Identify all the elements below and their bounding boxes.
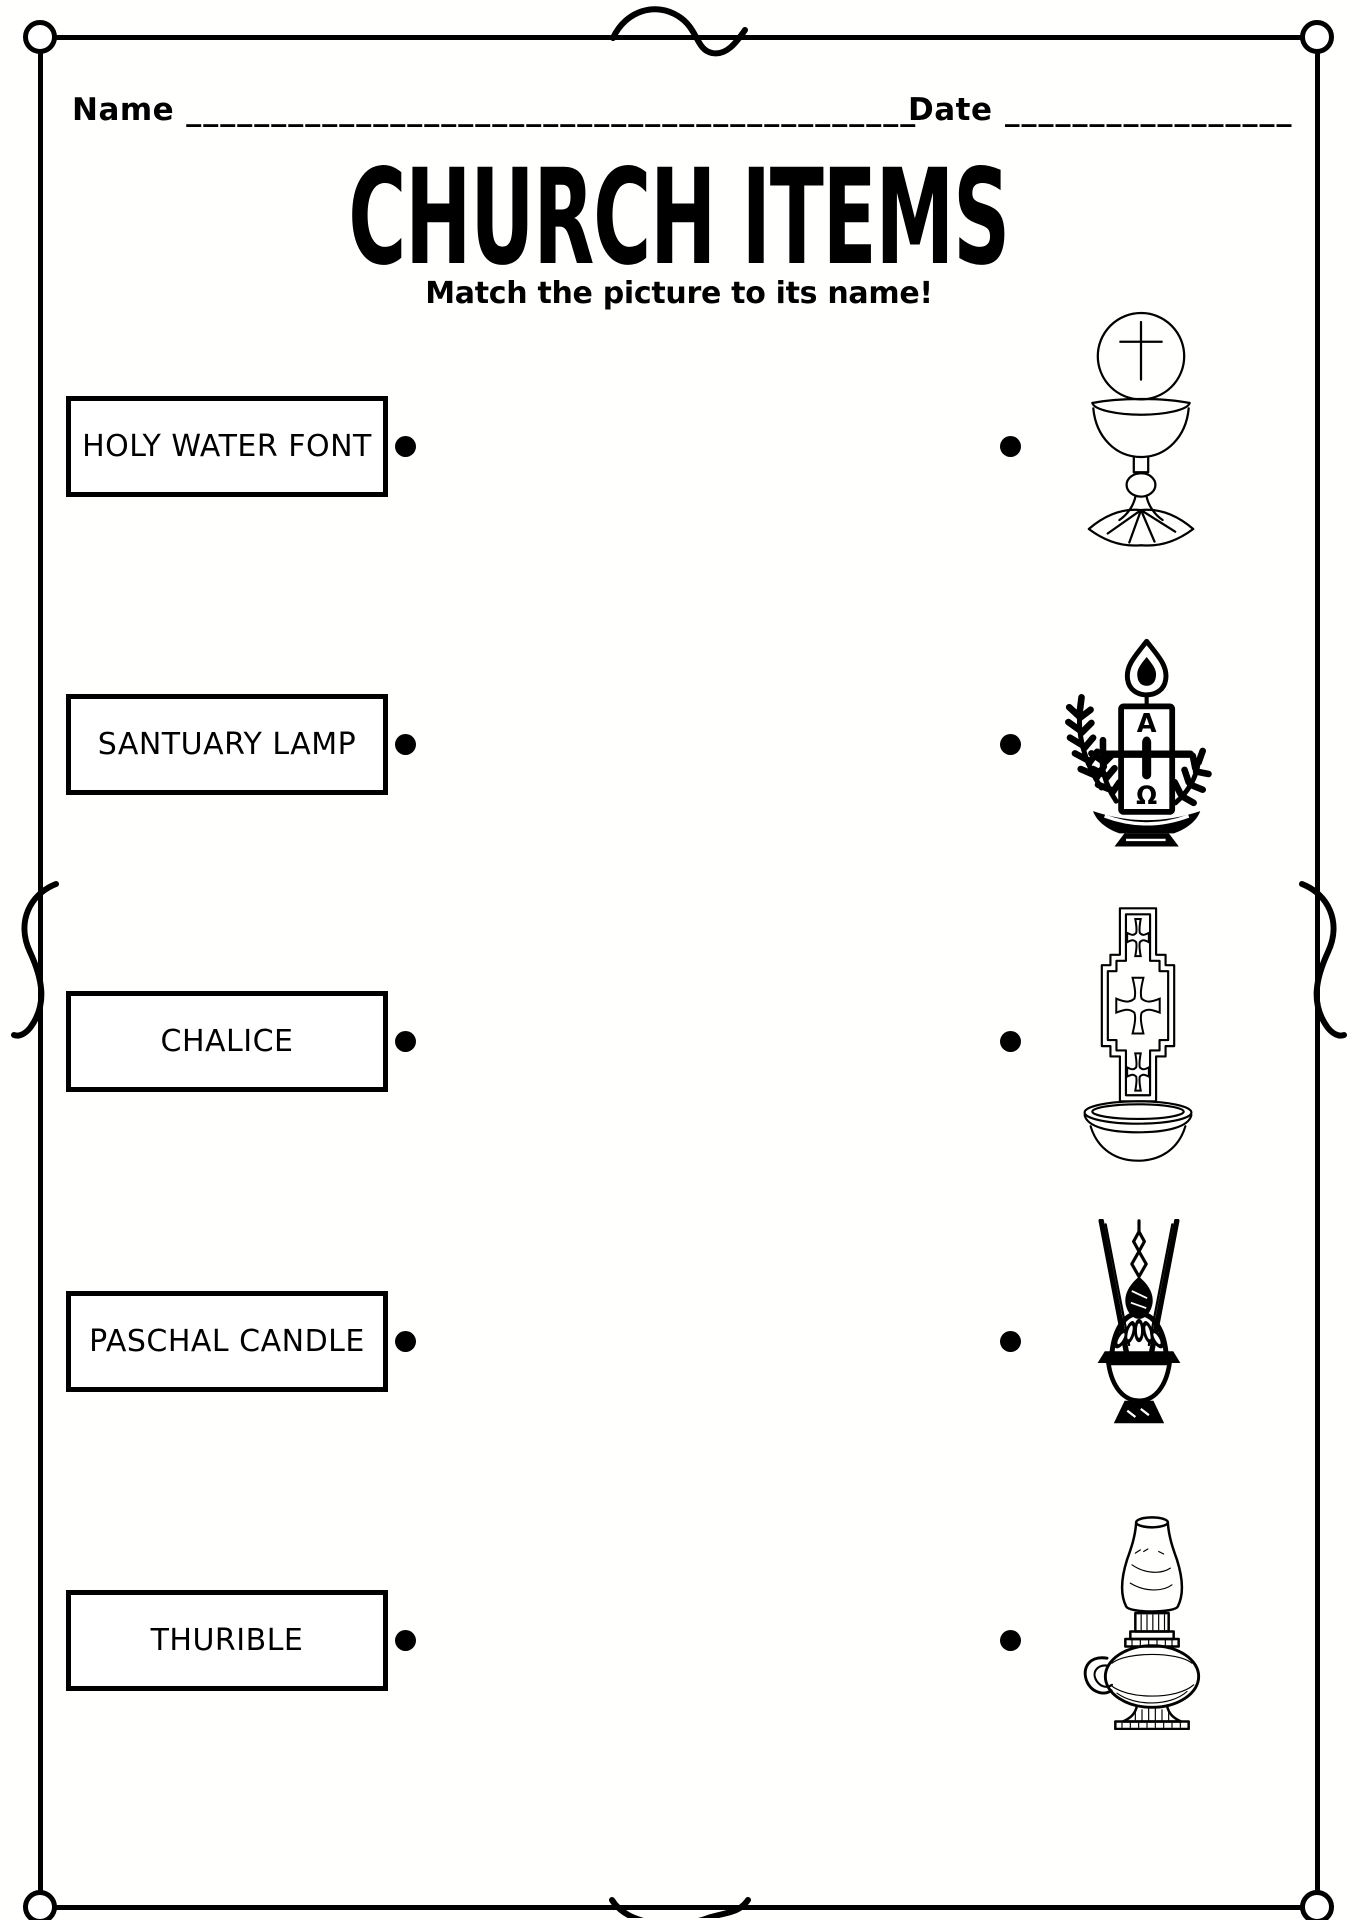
date-label: Date bbox=[908, 92, 993, 128]
date-field-group: Date _________________ bbox=[908, 92, 1294, 128]
word-box-santuary-lamp: SANTUARY LAMP bbox=[66, 694, 388, 795]
name-blank-line[interactable]: ________________________________________… bbox=[186, 93, 918, 128]
match-dot-left-4[interactable] bbox=[395, 1331, 416, 1352]
match-dot-left-5[interactable] bbox=[395, 1630, 416, 1651]
word-box-holy-water-font: HOLY WATER FONT bbox=[66, 396, 388, 497]
svg-text:Ω: Ω bbox=[1136, 781, 1157, 810]
match-dot-left-2[interactable] bbox=[395, 734, 416, 755]
word-label: SANTUARY LAMP bbox=[97, 727, 357, 762]
corner-ring-bottom-right bbox=[1300, 1890, 1334, 1920]
paschal-candle-with-branches-icon: A Ω bbox=[1050, 638, 1240, 849]
chalice-with-host-icon bbox=[1078, 268, 1204, 556]
left-squiggle-decoration bbox=[11, 881, 59, 1039]
word-label: PASCHAL CANDLE bbox=[89, 1324, 365, 1359]
corner-ring-top-left bbox=[23, 20, 57, 54]
holy-water-font-icon bbox=[1082, 903, 1194, 1166]
sanctuary-oil-lamp-icon bbox=[1077, 1513, 1202, 1730]
word-box-chalice: CHALICE bbox=[66, 991, 388, 1092]
name-label: Name bbox=[72, 92, 175, 128]
header-row: Name ___________________________________… bbox=[0, 92, 1358, 136]
match-dot-left-3[interactable] bbox=[395, 1031, 416, 1052]
word-label: HOLY WATER FONT bbox=[82, 429, 372, 464]
bottom-squiggle-decoration bbox=[609, 1897, 751, 1918]
thurible-censer-icon bbox=[1085, 1219, 1193, 1435]
match-dot-right-2[interactable] bbox=[1000, 734, 1021, 755]
date-blank-line[interactable]: _________________ bbox=[1004, 93, 1294, 128]
page-title: CHURCH ITEMS bbox=[348, 141, 1011, 295]
word-label: THURIBLE bbox=[150, 1623, 304, 1658]
corner-ring-top-right bbox=[1300, 20, 1334, 54]
word-box-paschal-candle: PASCHAL CANDLE bbox=[66, 1291, 388, 1392]
match-dot-right-3[interactable] bbox=[1000, 1031, 1021, 1052]
corner-ring-bottom-left bbox=[23, 1890, 57, 1920]
match-dot-right-5[interactable] bbox=[1000, 1630, 1021, 1651]
match-dot-right-1[interactable] bbox=[1000, 436, 1021, 457]
word-label: CHALICE bbox=[160, 1024, 294, 1059]
word-box-thurible: THURIBLE bbox=[66, 1590, 388, 1691]
name-field-group: Name ___________________________________… bbox=[72, 92, 917, 128]
right-squiggle-decoration bbox=[1299, 881, 1347, 1039]
match-dot-right-4[interactable] bbox=[1000, 1331, 1021, 1352]
top-squiggle-decoration bbox=[610, 6, 748, 57]
svg-text:A: A bbox=[1137, 709, 1157, 739]
page-subtitle: Match the picture to its name! bbox=[425, 276, 933, 311]
match-dot-left-1[interactable] bbox=[395, 436, 416, 457]
